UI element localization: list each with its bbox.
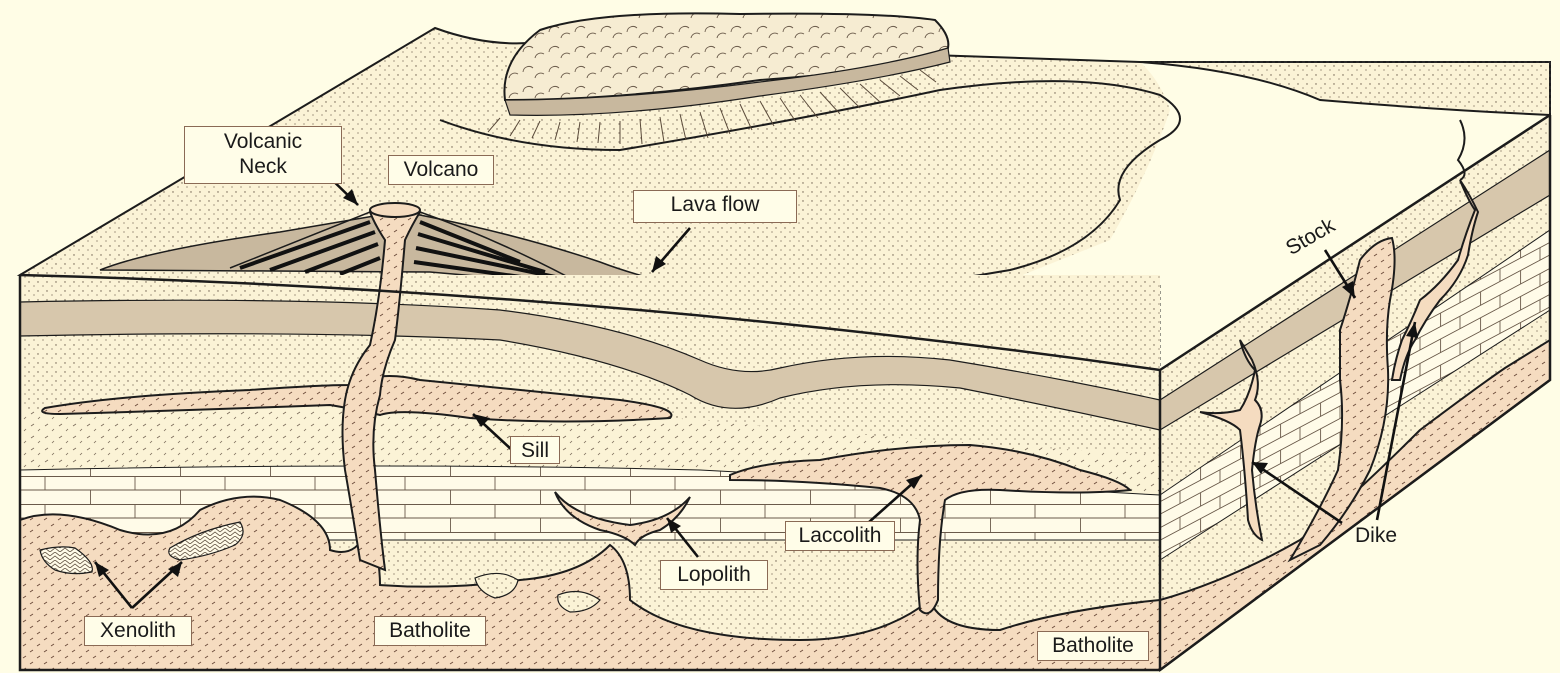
label-dike: Dike (1355, 524, 1397, 548)
label-sill: Sill (510, 436, 560, 464)
label-laccolith: Laccolith (785, 521, 895, 551)
label-lopolith: Lopolith (660, 560, 768, 590)
label-volcanic-neck: Volcanic Neck (184, 126, 342, 184)
label-volcano: Volcano (388, 155, 494, 185)
label-batholite-right: Batholite (1037, 631, 1149, 661)
volcanic-neck-vent (370, 203, 420, 217)
label-batholite-center: Batholite (374, 616, 486, 646)
label-lava-flow: Lava flow (633, 190, 797, 223)
label-xenolith: Xenolith (84, 616, 192, 646)
